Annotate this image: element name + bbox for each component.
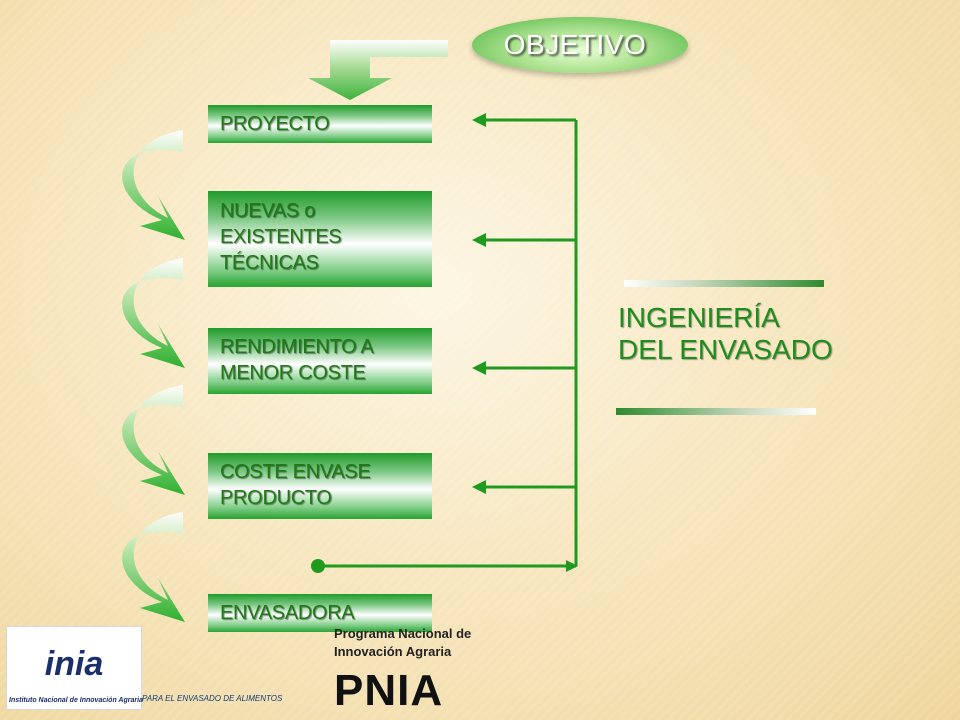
connector-origin-dot	[311, 559, 325, 573]
objective-down-arrow	[308, 40, 448, 100]
arrowhead-rendimiento	[472, 361, 486, 375]
objective-ellipse: OBJETIVO	[472, 17, 688, 73]
step-label: TÉCNICAS	[220, 252, 319, 274]
step-label: RENDIMIENTO A	[220, 336, 374, 358]
curved-arrow-2	[122, 258, 185, 368]
footer-text: PARA EL ENVASADO DE ALIMENTOS	[142, 694, 283, 703]
curved-arrow-4	[122, 512, 185, 622]
step-rendimiento: RENDIMIENTO A MENOR COSTE	[208, 328, 432, 394]
engineering-line: DEL ENVASADO	[618, 334, 833, 365]
program-name: Programa Nacional de Innovación Agraria	[334, 625, 471, 661]
step-label: NUEVAS o	[220, 200, 316, 222]
step-label: MENOR COSTE	[220, 362, 366, 384]
program-line: Innovación Agraria	[334, 644, 452, 659]
engineering-title: INGENIERÍA DEL ENVASADO	[618, 302, 858, 366]
logo-wordmark: inia	[44, 645, 104, 683]
curved-arrow-3	[122, 385, 185, 495]
step-label: COSTE ENVASE	[220, 461, 371, 483]
arrowhead-tecnicas	[472, 233, 486, 247]
curved-arrow-1	[122, 130, 185, 240]
step-label: ENVASADORA	[220, 602, 355, 624]
feedback-connector	[318, 118, 578, 568]
engineering-line: INGENIERÍA	[618, 302, 780, 333]
step-label: PROYECTO	[220, 113, 330, 135]
objective-label: OBJETIVO	[503, 29, 647, 60]
program-line: Programa Nacional de	[334, 626, 472, 641]
step-label: EXISTENTES	[220, 226, 342, 248]
arrowhead-proyecto	[472, 113, 486, 127]
divider-bottom	[616, 408, 816, 415]
logo-caption: Instituto Nacional de Innovación Agraria	[9, 697, 143, 704]
step-envasadora: ENVASADORA	[208, 594, 432, 632]
arrowhead-coste	[472, 480, 486, 494]
step-proyecto: PROYECTO	[208, 105, 432, 143]
program-acronym: PNIA	[334, 666, 444, 715]
divider-top	[624, 280, 824, 287]
step-tecnicas: NUEVAS o EXISTENTES TÉCNICAS	[208, 191, 432, 287]
arrowhead-feedback	[566, 560, 578, 572]
step-coste: COSTE ENVASE PRODUCTO	[208, 453, 432, 519]
step-label: PRODUCTO	[220, 487, 332, 509]
inia-logo: inia Instituto Nacional de Innovación Ag…	[6, 626, 143, 710]
